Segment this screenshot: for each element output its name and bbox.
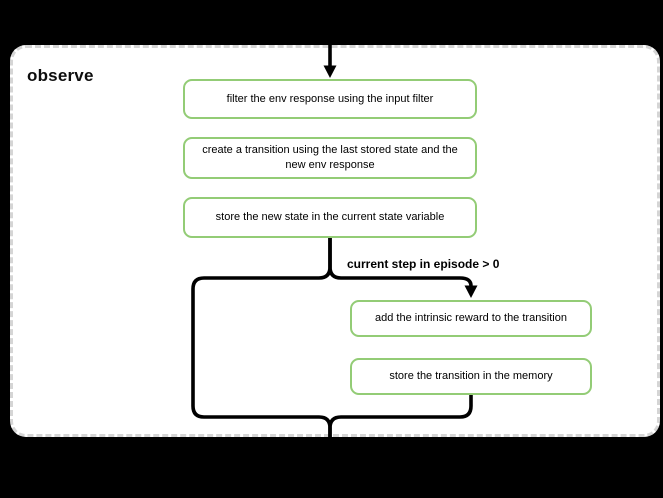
step-box-create-transition: create a transition using the last store…: [183, 137, 477, 179]
panel-title: observe: [27, 66, 94, 85]
condition-label: current step in episode > 0: [347, 257, 500, 271]
step-box-filter-env-response: filter the env response using the input …: [183, 79, 477, 119]
step-box-store-transition: store the transition in the memory: [350, 358, 592, 395]
step-box-add-intrinsic-reward: add the intrinsic reward to the transiti…: [350, 300, 592, 337]
step-box-store-new-state: store the new state in the current state…: [183, 197, 477, 238]
